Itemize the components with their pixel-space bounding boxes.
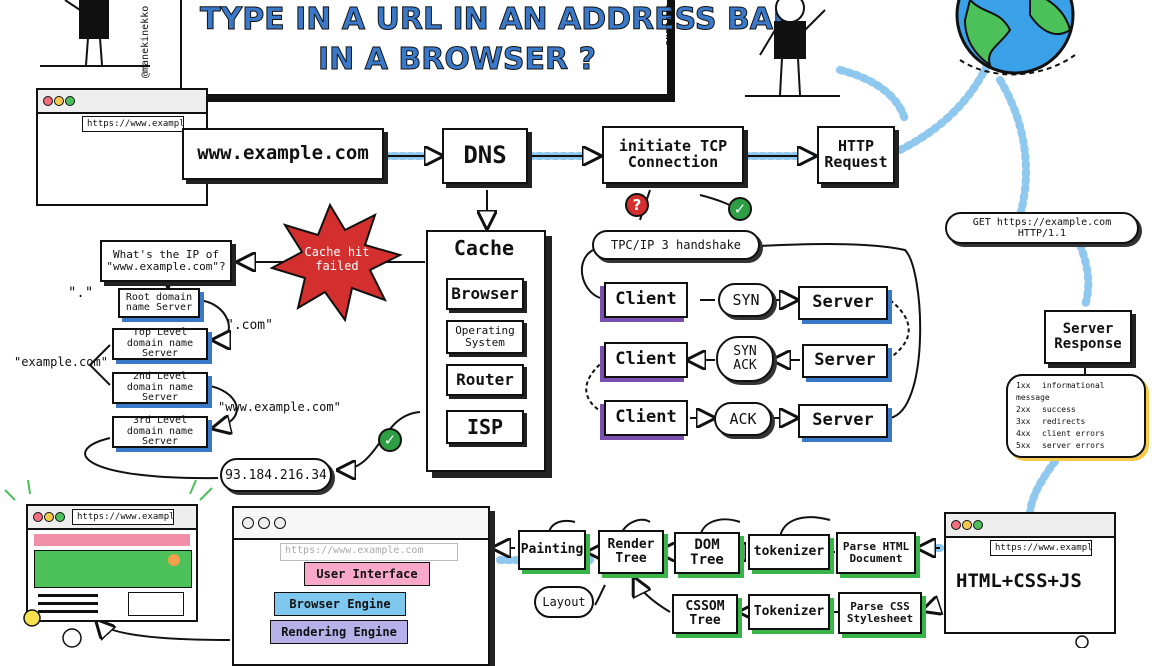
maximize-dot-icon — [55, 512, 65, 522]
question-icon: ? — [625, 193, 649, 217]
parse-html-box: Parse HTML Document — [836, 532, 916, 574]
html-tokenizer-box: tokenizer — [748, 534, 830, 570]
server-box-1: Server — [798, 286, 888, 320]
bottom-decorations — [4, 479, 1089, 648]
title-line-2: IN A BROWSER ? — [318, 42, 597, 78]
minimize-dot-icon — [962, 520, 972, 530]
server-box-2: Server — [802, 344, 888, 378]
tld-server-box: Top Level domain name Server — [112, 328, 208, 360]
third-level-server-box: 3rd Level domain name Server — [112, 416, 208, 448]
client-box-2: Client — [604, 342, 688, 378]
minimize-dot-icon — [54, 96, 64, 106]
address-bar[interactable]: https://www.example.com — [72, 509, 174, 525]
ip-address-cloud: 93.184.216.34 — [220, 458, 332, 492]
cache-isp: ISP — [446, 410, 524, 444]
page-sun-icon — [168, 554, 180, 566]
cache-browser: Browser — [446, 278, 524, 310]
html-css-js-label: HTML+CSS+JS — [956, 570, 1082, 592]
check-icon: ✓ — [378, 428, 402, 452]
syn-cloud: SYN — [718, 283, 774, 317]
http-request-box: HTTP Request — [817, 126, 895, 184]
dns-box: DNS — [442, 128, 528, 184]
parse-css-box: Parse CSS Stylesheet — [838, 592, 922, 634]
page-text-lines — [38, 594, 98, 597]
close-dot-icon — [951, 520, 961, 530]
title-line-1: TYPE IN A URL IN AN ADDRESS BAR — [199, 2, 797, 38]
cache-miss-label: Cache hit failed — [304, 245, 370, 274]
maximize-dot-icon — [274, 517, 286, 529]
handshake-label: TPC/IP 3 handshake — [592, 230, 760, 260]
client-box-1: Client — [604, 282, 688, 318]
example-com-label: "example.com" — [14, 355, 108, 369]
close-dot-icon — [33, 512, 43, 522]
ui-layer: User Interface — [304, 562, 430, 586]
root-server-box: Root domain name Server — [118, 288, 200, 318]
browser-window-rendered: https://www.example.com — [26, 504, 198, 622]
connector-lines — [84, 56, 1093, 641]
window-titlebar — [946, 514, 1114, 538]
minimize-dot-icon — [44, 512, 54, 522]
address-bar[interactable]: https://www.example.com — [990, 540, 1092, 556]
cache-miss-burst-icon — [269, 202, 403, 323]
root-dot-label: "." — [68, 285, 94, 301]
title-banner — [180, 0, 669, 96]
tcp-box: initiate TCP Connection — [602, 126, 744, 184]
maximize-dot-icon — [973, 520, 983, 530]
server-response-box: Server Response — [1044, 310, 1132, 364]
page-hero-image — [34, 550, 192, 588]
browser-window-right: https://www.example.com HTML+CSS+JS — [944, 512, 1116, 634]
second-level-server-box: 2nd Level domain name Server — [112, 372, 208, 404]
browser-engine-layer: Browser Engine — [274, 592, 406, 616]
ip-question-box: What's the IP of "www.example.com"? — [100, 240, 232, 282]
cssom-tree-box: CSSOM Tree — [672, 594, 738, 634]
address-bar[interactable]: https://www.example.com — [82, 116, 184, 132]
cache-router: Router — [446, 364, 524, 396]
com-label: ".com" — [226, 318, 273, 333]
close-dot-icon — [242, 517, 254, 529]
www-example-label: "www.example.com" — [218, 400, 341, 414]
url-box: www.example.com — [182, 128, 384, 180]
close-dot-icon — [43, 96, 53, 106]
globe-icon — [955, 0, 1076, 76]
cache-title: Cache — [446, 232, 522, 264]
rendering-engine-layer: Rendering Engine — [270, 620, 408, 644]
synack-cloud: SYN ACK — [716, 336, 774, 382]
client-box-3: Client — [604, 400, 688, 436]
ack-cloud: ACK — [714, 402, 772, 436]
minimize-dot-icon — [258, 517, 270, 529]
server-box-3: Server — [798, 404, 888, 438]
address-bar[interactable]: https://www.example.com — [280, 543, 458, 561]
render-tree-box: Render Tree — [598, 530, 664, 574]
painting-box: Painting — [518, 530, 586, 570]
page-header-block — [34, 534, 190, 546]
dom-tree-box: DOM Tree — [674, 532, 740, 574]
maximize-dot-icon — [65, 96, 75, 106]
layout-cloud: Layout — [534, 586, 594, 618]
css-tokenizer-box: Tokenizer — [748, 594, 830, 630]
stick-figures — [40, 0, 840, 97]
page-side-block — [128, 592, 184, 616]
window-titlebar — [38, 90, 206, 114]
window-titlebar — [234, 508, 488, 540]
browser-window-top-left: https://www.example.com — [36, 88, 208, 206]
get-request-cloud: GET https://example.com HTTP/1.1 — [945, 212, 1139, 244]
handshake-check-icon: ✓ — [728, 197, 752, 221]
cache-os: Operating System — [446, 320, 524, 354]
